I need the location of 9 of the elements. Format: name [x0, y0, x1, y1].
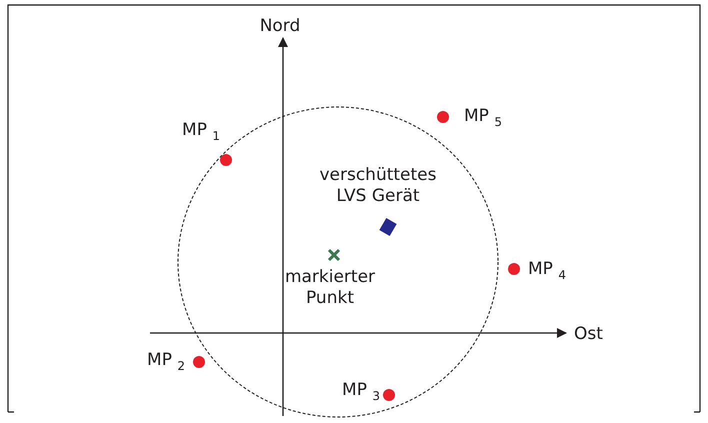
point-label: MP $_{4}$ — [528, 259, 567, 284]
point-label: MP $_{2}$ — [146, 350, 185, 375]
axis-label: Ost — [574, 324, 604, 345]
device-label: verschüttetes LVS Gerät — [318, 165, 438, 207]
point-label: MP $_{5}$ — [464, 106, 503, 131]
point-label: markierter Punkt — [284, 267, 376, 309]
point-label: MP $_{1}$ — [181, 120, 220, 145]
axis-label: Nord — [258, 16, 302, 37]
point-label: MP $_{3}$ — [341, 380, 380, 405]
